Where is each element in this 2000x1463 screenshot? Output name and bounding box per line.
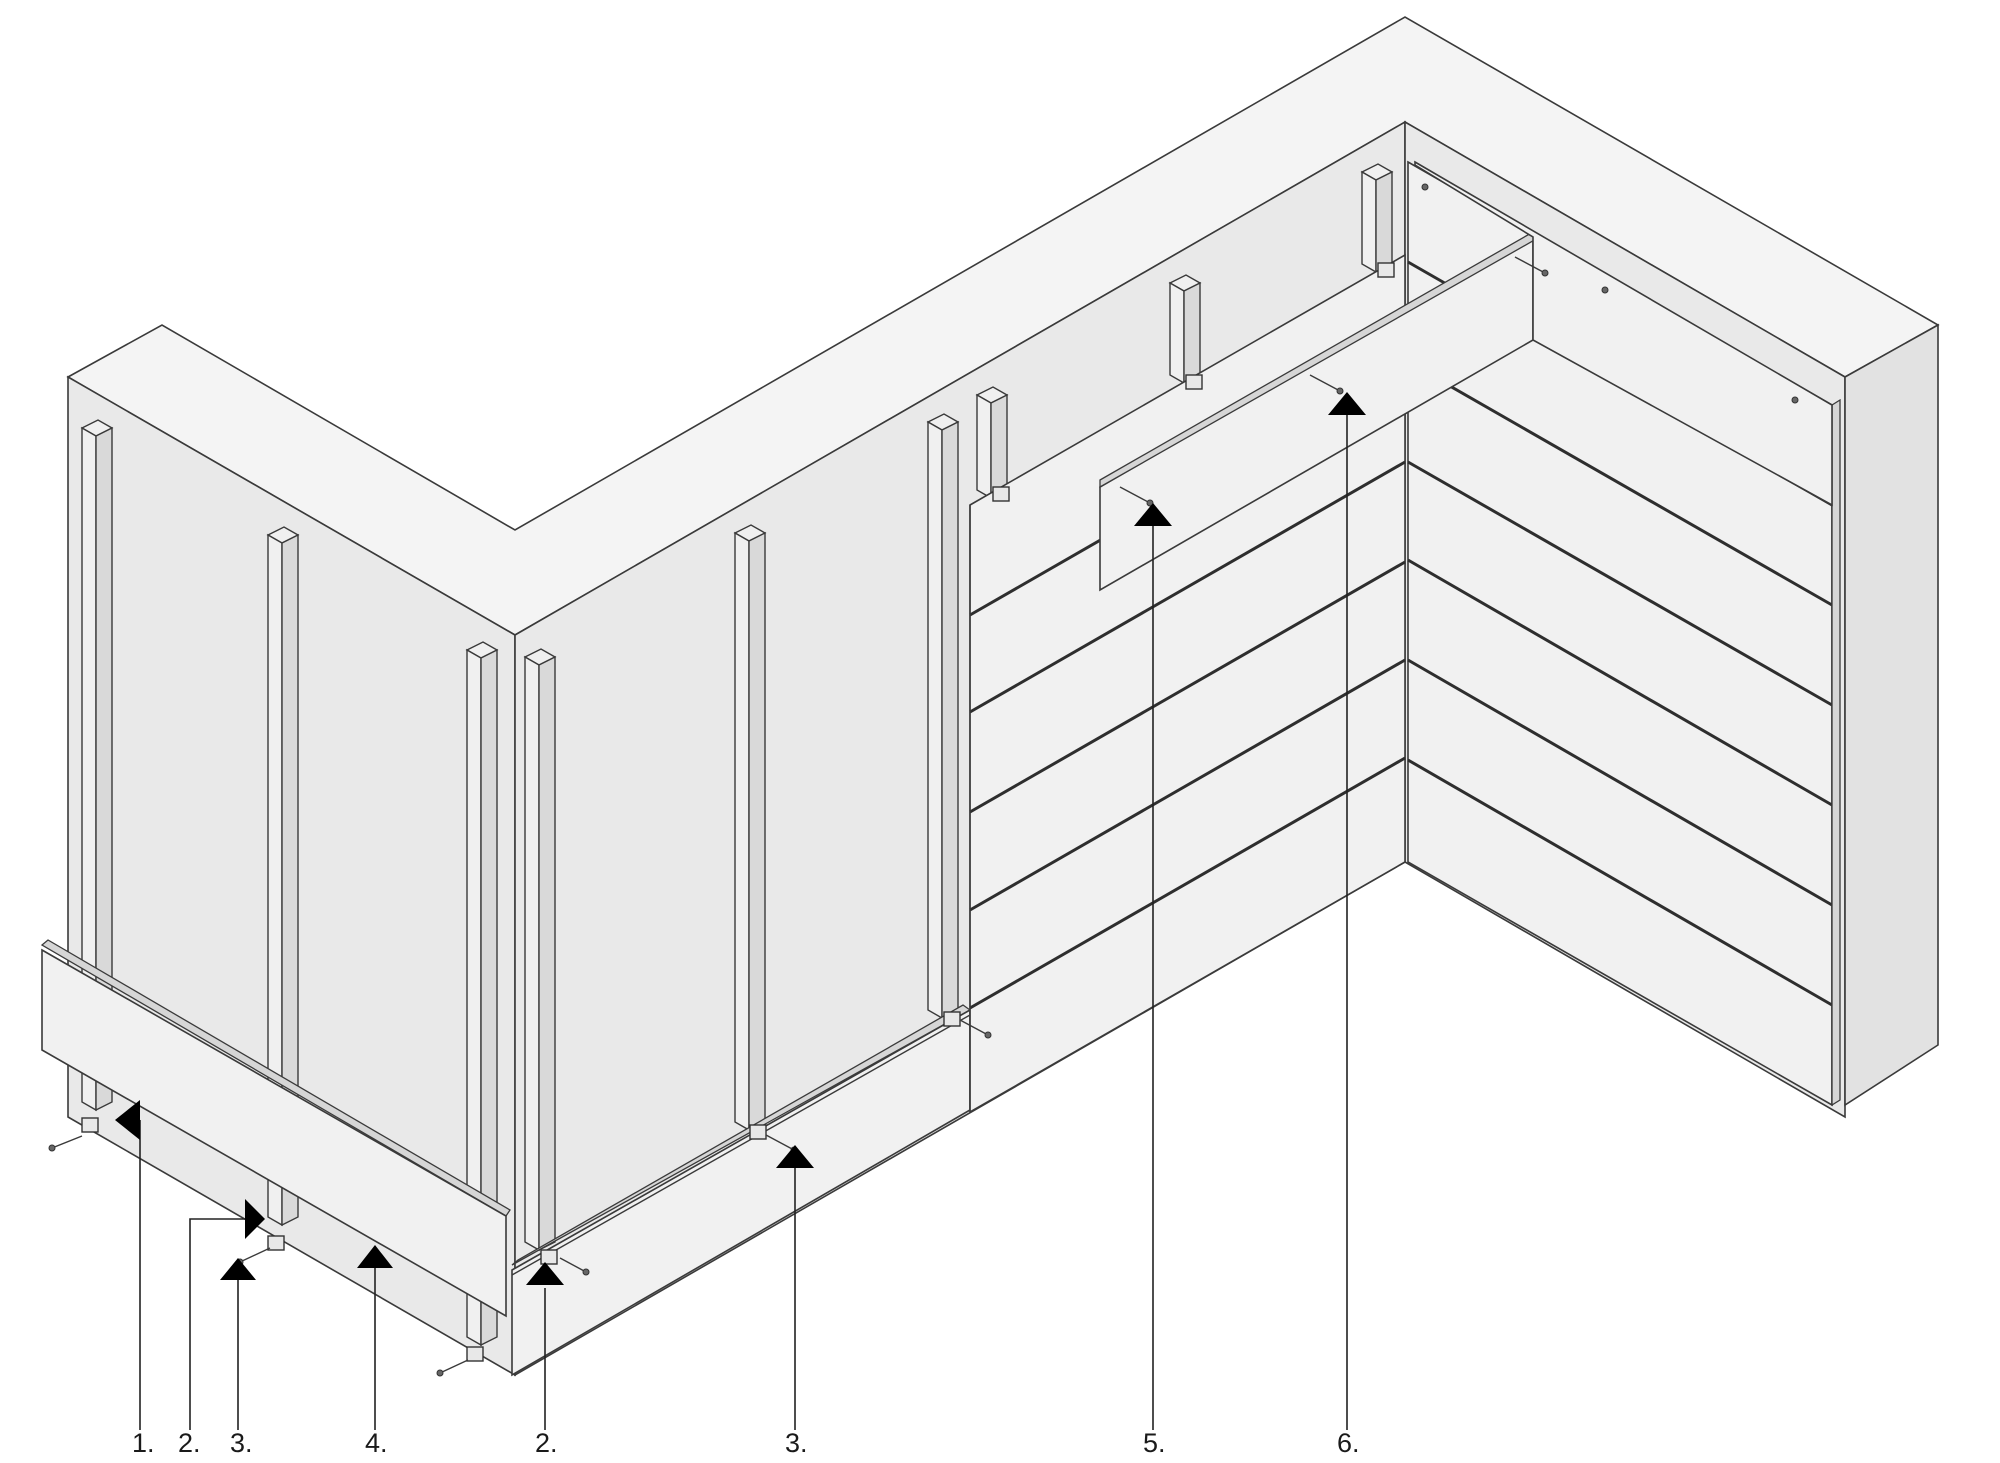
arrow-2 — [245, 1199, 265, 1239]
leader-lines — [139, 415, 1348, 1430]
arrow-4 — [357, 1245, 393, 1268]
arrow-3b — [776, 1145, 814, 1168]
back-top-panel — [1414, 160, 1833, 507]
arrow-5 — [1134, 503, 1172, 526]
fixing-clips — [81, 262, 1395, 1362]
left-starter-panel — [40, 939, 511, 1318]
arrow-2b — [526, 1262, 564, 1285]
screws — [48, 183, 1799, 1377]
arrow-3 — [220, 1258, 256, 1280]
callout-2b: 2. — [535, 1428, 558, 1458]
arrow-1 — [115, 1100, 140, 1140]
callout-2: 2. — [178, 1428, 201, 1458]
right-wall-end — [1844, 323, 1939, 1107]
callout-labels: 1. 2. 3. 4. 2. 3. 5. 6. — [132, 1428, 1360, 1458]
callout-1: 1. — [132, 1428, 155, 1458]
arrow-6 — [1328, 392, 1366, 415]
callout-4: 4. — [365, 1428, 388, 1458]
callout-3: 3. — [230, 1428, 253, 1458]
callout-3b: 3. — [785, 1428, 808, 1458]
left-wall-battens — [80, 419, 499, 1347]
callout-6: 6. — [1337, 1428, 1360, 1458]
arrowheads — [115, 392, 1366, 1285]
callout-5: 5. — [1143, 1428, 1166, 1458]
